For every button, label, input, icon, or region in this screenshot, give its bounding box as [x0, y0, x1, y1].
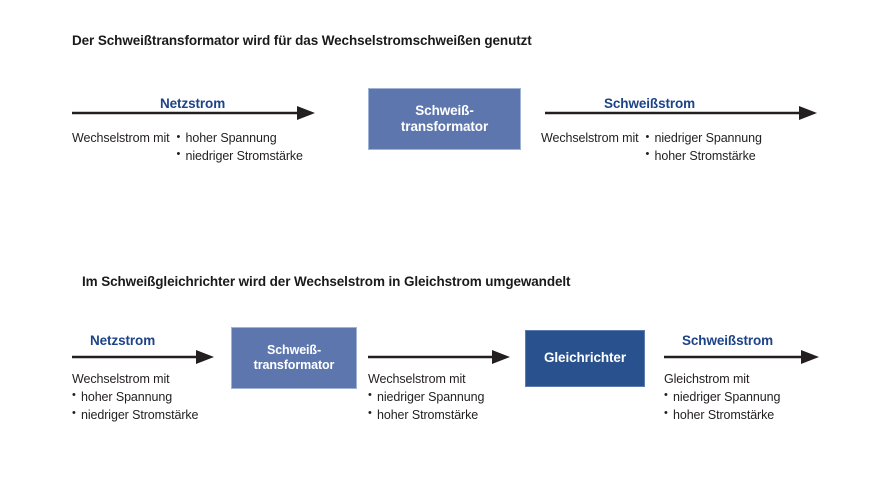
description-lead: Gleichstrom mit: [664, 372, 750, 386]
description-bullet: hoher Spannung: [72, 388, 198, 407]
description-output-row1: Wechselstrom mit niedriger Spannung hohe…: [541, 130, 762, 166]
process-box-label-line1: Schweiß-: [415, 102, 474, 118]
description-bullet: niedriger Stromstärke: [72, 406, 198, 425]
description-input-row1: Wechselstrom mit hoher Spannung niedrige…: [72, 130, 303, 166]
description-lead: Wechselstrom mit: [72, 131, 170, 145]
description-bullet-list: niedriger Spannung hoher Stromstärke: [646, 130, 762, 166]
description-bullet-list: hoher Spannung niedriger Stromstärke: [72, 388, 198, 425]
section-title-dc-rectifier: Im Schweißgleichrichter wird der Wechsel…: [82, 274, 571, 289]
section-title-ac-welding: Der Schweißtransformator wird für das We…: [72, 33, 532, 48]
process-box-rectifier-row2[interactable]: Gleichrichter: [525, 330, 650, 392]
description-bullet: niedriger Spannung: [368, 388, 484, 407]
process-box-label: Schweiß- transformator: [254, 343, 335, 374]
flow-label-netzstrom-row2: Netzstrom: [90, 333, 156, 348]
description-lead: Wechselstrom mit: [72, 372, 170, 386]
description-bullet: hoher Stromstärke: [368, 406, 484, 425]
process-box-transformer-row2[interactable]: Schweiß- transformator: [231, 327, 362, 394]
arrow-input-row2: [72, 350, 214, 364]
description-input-row2: Wechselstrom mit hoher Spannung niedrige…: [72, 371, 198, 424]
arrow-input-row1: [72, 106, 315, 120]
description-bullet-list: niedriger Spannung hoher Stromstärke: [368, 388, 484, 425]
flow-label-netzstrom-row1: Netzstrom: [160, 96, 226, 111]
description-intermediate-row2: Wechselstrom mit niedriger Spannung hohe…: [368, 371, 484, 424]
description-bullet: niedriger Spannung: [646, 130, 762, 148]
description-output-row2: Gleichstrom mit niedriger Spannung hoher…: [664, 371, 780, 424]
description-lead: Wechselstrom mit: [541, 131, 639, 145]
process-box-label: Schweiß- transformator: [401, 103, 488, 136]
arrow-output-row1: [545, 106, 817, 120]
description-bullet: hoher Stromstärke: [664, 406, 780, 425]
description-bullet: niedriger Spannung: [664, 388, 780, 407]
description-lead: Wechselstrom mit: [368, 372, 466, 386]
description-bullet: hoher Stromstärke: [646, 147, 762, 166]
arrow-output-row2: [664, 350, 819, 364]
description-bullet-list: hoher Spannung niedriger Stromstärke: [177, 130, 303, 166]
process-box-label-line2: transformator: [253, 358, 335, 372]
description-bullet: niedriger Stromstärke: [177, 147, 303, 166]
flow-label-schweissstrom-row2: Schweißstrom: [682, 333, 774, 348]
flow-label-schweissstrom-row1: Schweißstrom: [604, 96, 696, 111]
arrow-intermediate-row2: [368, 350, 510, 364]
process-box-label-line2: transformator: [400, 119, 489, 134]
description-bullet: hoher Spannung: [177, 130, 303, 148]
process-box-label: Gleichrichter: [544, 350, 626, 366]
process-box-label-line1: Schweiß-: [266, 342, 322, 357]
description-bullet-list: niedriger Spannung hoher Stromstärke: [664, 388, 780, 425]
process-box-transformer-row1[interactable]: Schweiß- transformator: [368, 88, 526, 155]
